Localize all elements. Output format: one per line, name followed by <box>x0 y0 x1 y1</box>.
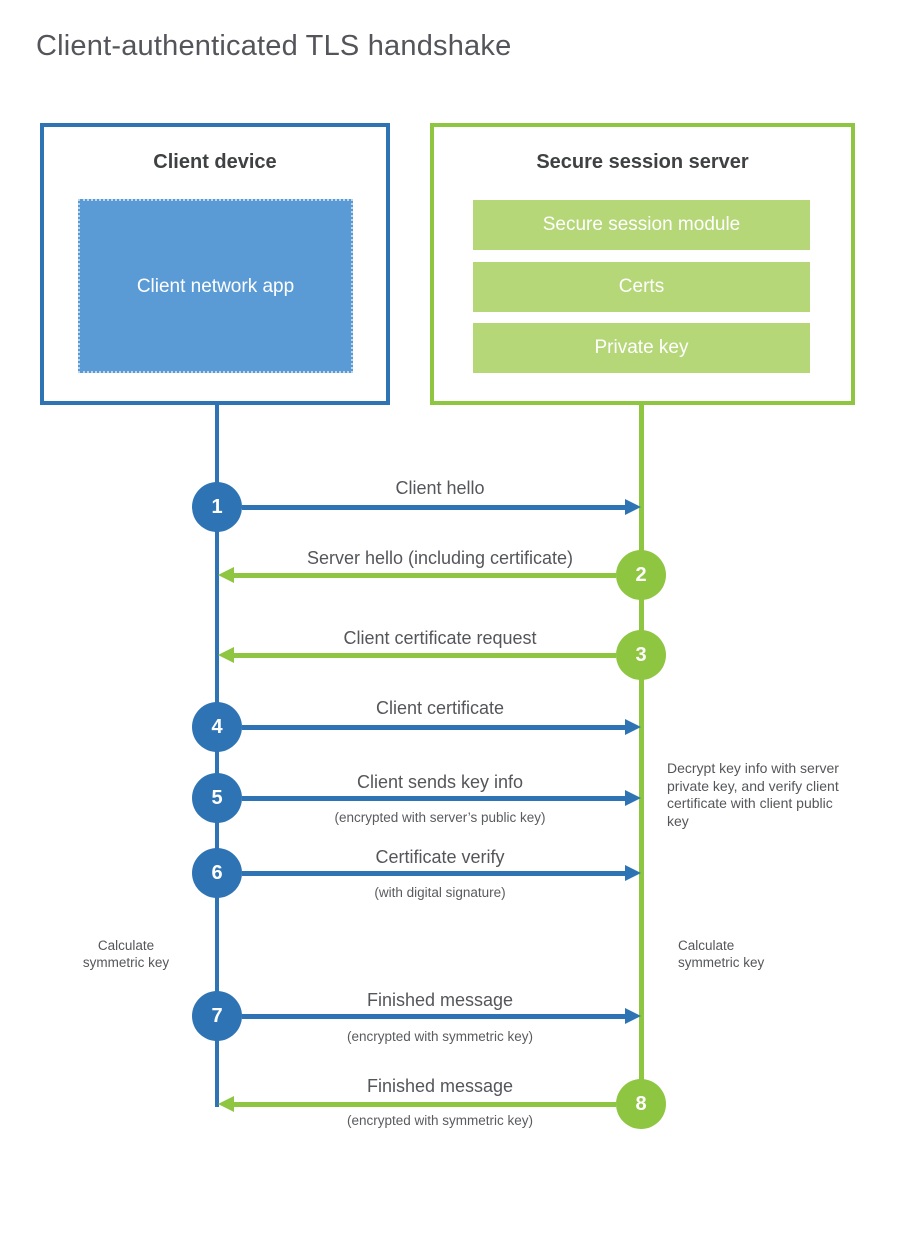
page-title: Client-authenticated TLS handshake <box>36 30 512 62</box>
secure-session-server-title: Secure session server <box>536 151 749 173</box>
arrow-line <box>234 573 616 578</box>
message-label: Server hello (including certificate) <box>306 548 574 568</box>
step-circle: 5 <box>192 773 242 823</box>
client-network-app-label: Client network app <box>136 275 295 297</box>
arrow-line <box>242 796 625 801</box>
client-network-app-box: Client network app <box>78 199 353 373</box>
client-lifeline <box>215 405 219 1107</box>
arrow-line <box>234 653 616 658</box>
client-device-title: Client device <box>153 151 277 173</box>
arrow-right-icon <box>625 865 641 881</box>
server-module-private-key: Private key <box>473 323 810 373</box>
message-label: Finished message <box>366 1076 514 1096</box>
arrow-line <box>242 871 625 876</box>
message-label: Finished message <box>366 990 514 1010</box>
step-circle: 3 <box>616 630 666 680</box>
arrow-line <box>242 1014 625 1019</box>
message-sublabel: (encrypted with symmetric key) <box>346 1029 534 1044</box>
arrow-line <box>242 725 625 730</box>
arrow-left-icon <box>218 1096 234 1112</box>
message-sublabel: (encrypted with server’s public key) <box>334 810 546 825</box>
arrow-right-icon <box>625 790 641 806</box>
arrow-line <box>234 1102 616 1107</box>
decrypt-note: Decrypt key info with server private key… <box>667 760 839 829</box>
message-label: Client certificate request <box>343 628 537 648</box>
step-circle: 6 <box>192 848 242 898</box>
step-circle: 8 <box>616 1079 666 1129</box>
step-circle: 7 <box>192 991 242 1041</box>
server-module-certs: Certs <box>473 262 810 312</box>
arrow-right-icon <box>625 1008 641 1024</box>
message-label: Certificate verify <box>375 847 505 867</box>
step-circle: 4 <box>192 702 242 752</box>
message-label: Client certificate <box>375 698 505 718</box>
message-sublabel: (with digital signature) <box>374 885 506 900</box>
calculate-symmetric-key-note-server: Calculate symmetric key <box>678 938 765 970</box>
server-module-secure-session: Secure session module <box>473 200 810 250</box>
arrow-left-icon <box>218 647 234 663</box>
arrow-right-icon <box>625 719 641 735</box>
arrow-left-icon <box>218 567 234 583</box>
step-circle: 1 <box>192 482 242 532</box>
arrow-right-icon <box>625 499 641 515</box>
step-circle: 2 <box>616 550 666 600</box>
arrow-line <box>242 505 625 510</box>
message-sublabel: (encrypted with symmetric key) <box>346 1113 534 1128</box>
message-label: Client hello <box>395 478 485 498</box>
calculate-symmetric-key-note-client: Calculate symmetric key <box>82 938 170 970</box>
message-label: Client sends key info <box>356 772 524 792</box>
server-lifeline <box>639 405 644 1111</box>
